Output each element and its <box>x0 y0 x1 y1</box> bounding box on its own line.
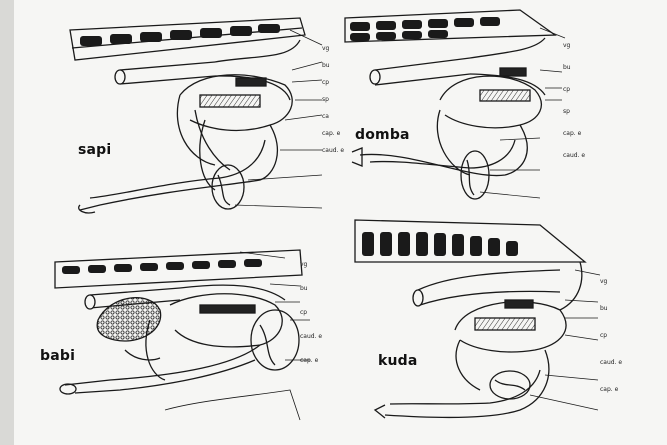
domba-pointer-labels: vg bu cp sp cap. e caud. e <box>563 35 603 167</box>
pointer-label: cp <box>600 322 640 349</box>
scan-edge <box>0 0 14 445</box>
pointer-label: caud. e <box>600 349 640 376</box>
sapi-pointer-labels: vg bu cp sp ca cap. e caud. e <box>322 40 362 159</box>
pointer-label: cap. e <box>300 349 340 373</box>
pointer-label: bu <box>563 57 603 79</box>
pointer-label: sp <box>322 91 362 108</box>
panel-label-babi: babi <box>40 348 75 364</box>
panel-domba-drawing <box>345 10 565 199</box>
pointer-label: caud. e <box>322 142 362 159</box>
pointer-label: bu <box>322 57 362 74</box>
pointer-label: cap. e <box>600 376 640 403</box>
pointer-label: sp <box>563 101 603 123</box>
pointer-label: cap. e <box>563 123 603 145</box>
pointer-label: vg <box>322 40 362 57</box>
panel-sapi-drawing <box>70 18 322 213</box>
panel-babi-drawing <box>55 250 310 420</box>
babi-pointer-labels: vg bu cp caud. e cap. e <box>300 253 340 373</box>
pointer-label: vg <box>563 35 603 57</box>
panel-label-sapi: sapi <box>78 142 111 158</box>
pointer-label: bu <box>300 277 340 301</box>
pointer-label: cp <box>322 74 362 91</box>
pointer-label: cp <box>300 301 340 325</box>
panel-label-domba: domba <box>355 127 410 143</box>
pointer-label: vg <box>600 268 640 295</box>
pointer-label: bu <box>600 295 640 322</box>
pointer-label: cp <box>563 79 603 101</box>
kuda-pointer-labels: vg bu cp caud. e cap. e <box>600 268 640 403</box>
pointer-label: caud. e <box>300 325 340 349</box>
panel-label-kuda: kuda <box>378 353 418 369</box>
pointer-label: caud. e <box>563 145 603 167</box>
pointer-label: cap. e <box>322 125 362 142</box>
pointer-label: ca <box>322 108 362 125</box>
pointer-label: vg <box>300 253 340 277</box>
panel-kuda-drawing <box>355 220 600 418</box>
